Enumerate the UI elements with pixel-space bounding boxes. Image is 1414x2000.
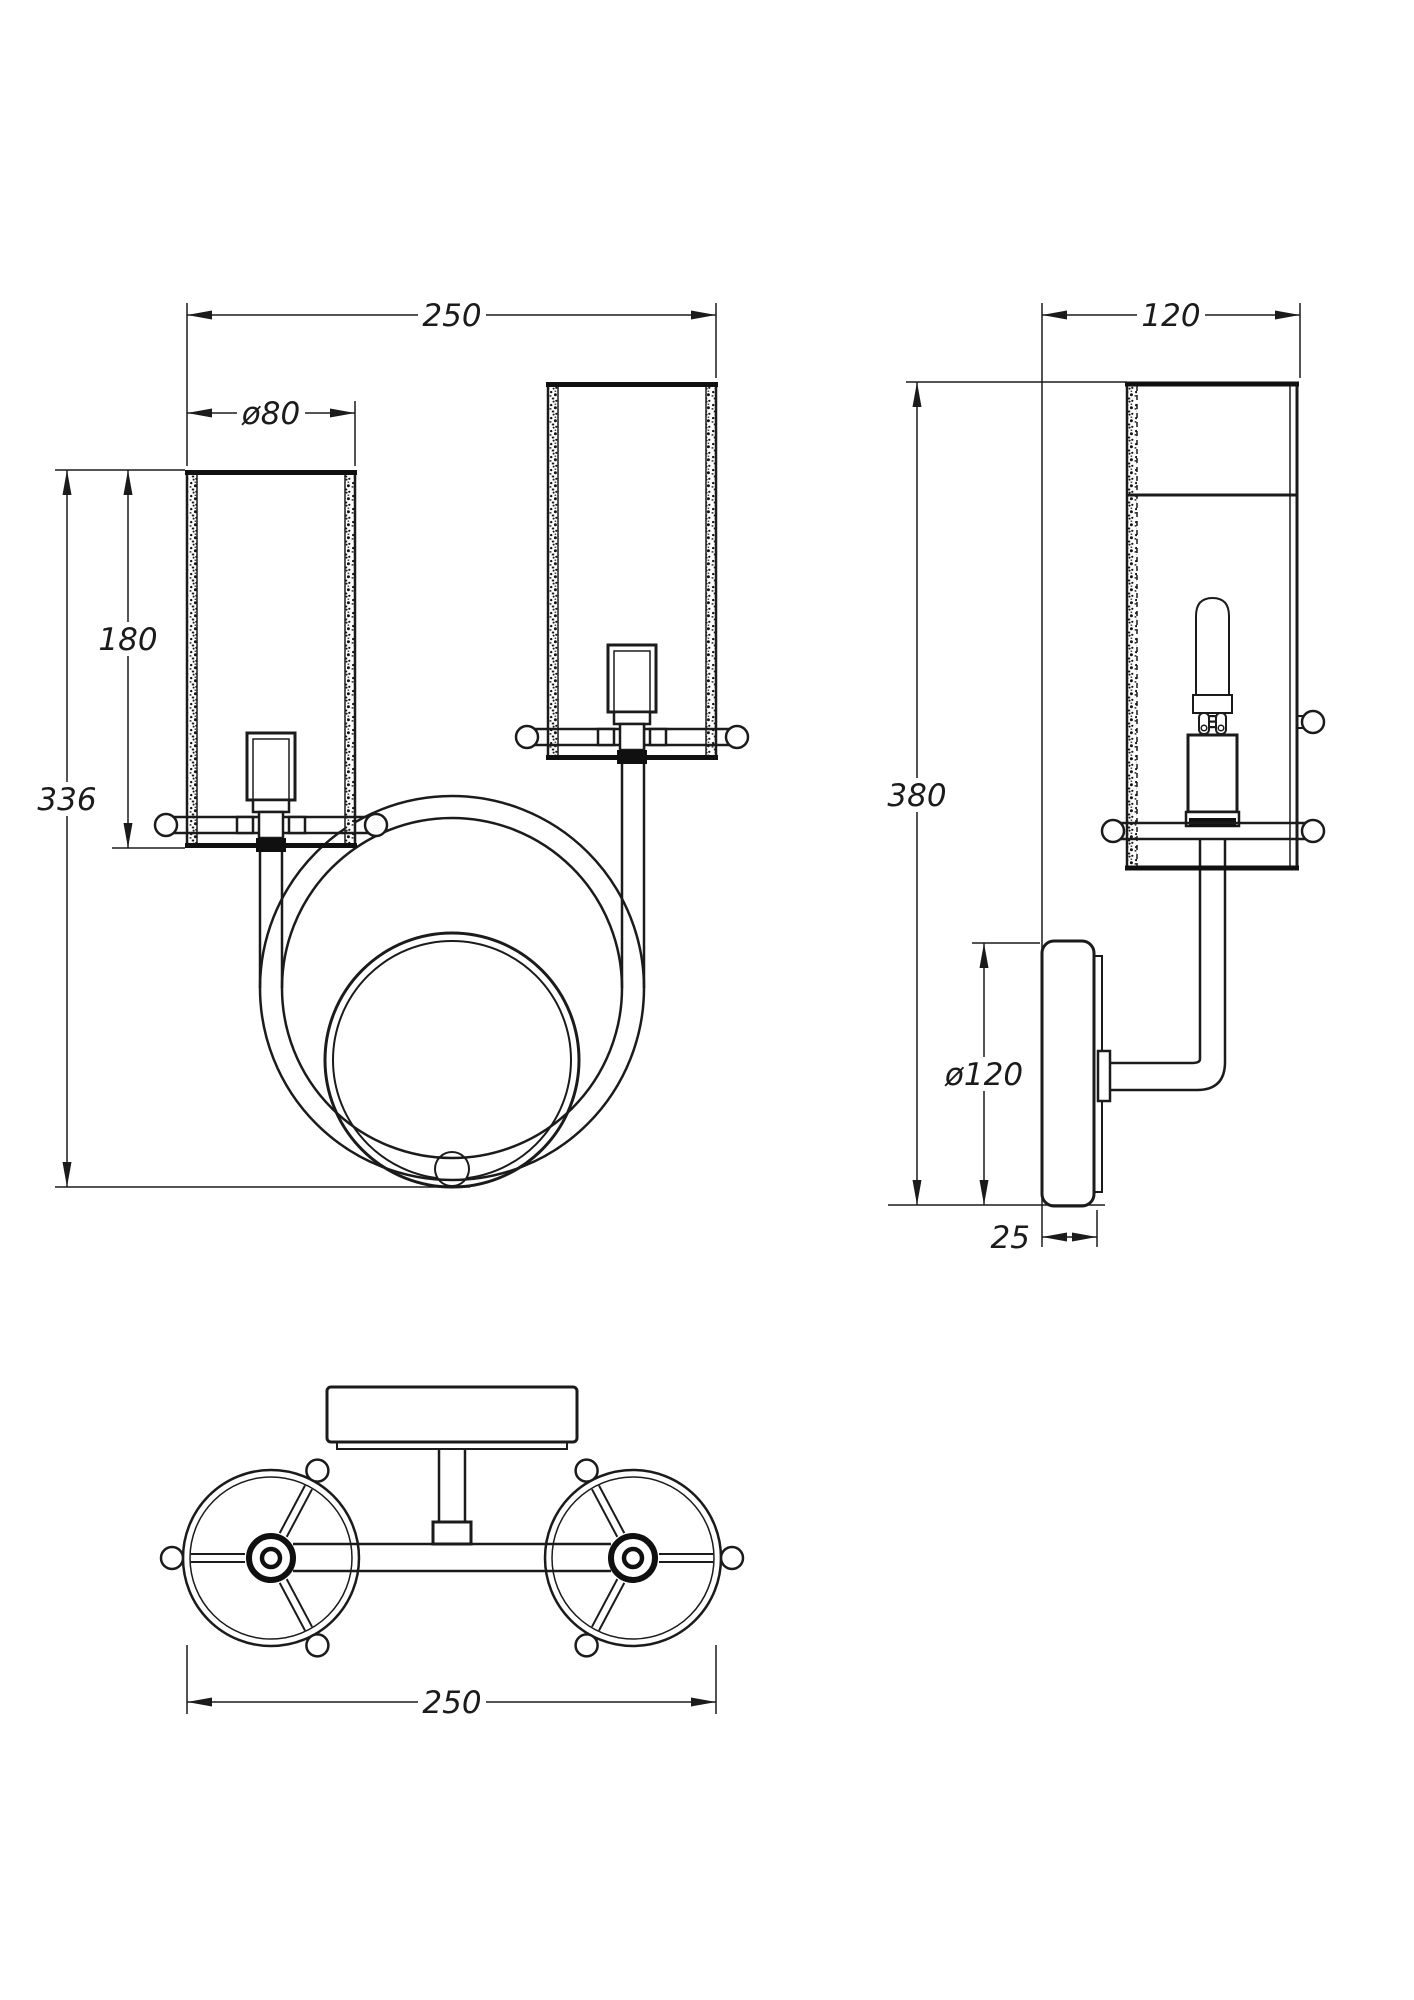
- dim-label-backplate-thickness: 25: [991, 1220, 1030, 1256]
- lamp-socket: [1186, 733, 1239, 814]
- holder-knob: [719, 1545, 745, 1571]
- top-bar-and-stem: [293, 1449, 611, 1573]
- holder-knob: [159, 1545, 185, 1571]
- curved-arm-loop: [258, 794, 646, 1182]
- side-lamp-holder: [1100, 709, 1326, 844]
- dim-label-backplate-diameter: ø120: [944, 1057, 1023, 1093]
- tube-collar: [617, 750, 647, 764]
- dim-label-front-width: 250: [422, 298, 481, 334]
- clamp-screw: [596, 727, 616, 747]
- lamp-socket: [245, 731, 297, 802]
- clamp-screw: [648, 727, 668, 747]
- holder-knob: [153, 812, 179, 838]
- glass-texture-strip: [187, 470, 197, 848]
- wall-plate-side: [1040, 939, 1103, 1208]
- top-right-shade: [543, 1458, 745, 1658]
- lamp-socket: [606, 643, 658, 714]
- front-left-shade: [185, 470, 357, 848]
- left-lamp-holder: [153, 731, 389, 852]
- arm-flange: [1096, 1049, 1112, 1103]
- stem-collar: [431, 1520, 473, 1546]
- wall-plate-front: [323, 931, 581, 1189]
- holder-knob: [574, 1633, 599, 1658]
- glass-texture-strip: [706, 382, 716, 760]
- glass-texture-strip: [1127, 382, 1137, 870]
- glass-texture-strip: [548, 382, 558, 760]
- arm-tubes: [258, 724, 646, 988]
- holder-knob: [1300, 709, 1326, 735]
- holder-knob: [1300, 818, 1326, 844]
- dim-label-glass-height: 180: [98, 622, 157, 658]
- clamp-screw: [235, 815, 255, 835]
- holder-knob: [305, 1633, 330, 1658]
- holder-knob: [514, 724, 540, 750]
- glass-texture-strip: [345, 470, 355, 848]
- side-arm-tube: [1096, 839, 1227, 1103]
- top-left-shade: [159, 1458, 361, 1658]
- wall-plate-top: [325, 1385, 579, 1450]
- top-view: 250: [159, 1385, 745, 1721]
- front-dimensions: 250 ø80 180 336: [35, 298, 717, 1188]
- loop-center-detail: [434, 1151, 470, 1187]
- socket-neck: [618, 722, 646, 752]
- dim-label-top-width: 250: [422, 1685, 481, 1721]
- dim-label-shade-diameter: ø80: [241, 396, 300, 432]
- dim-label-body-height: 336: [37, 782, 96, 818]
- dim-label-total-height: 380: [887, 778, 946, 814]
- side-shade: [1125, 381, 1299, 871]
- holder-knob: [363, 812, 389, 838]
- holder-knob: [305, 1458, 330, 1483]
- dim-label-depth: 120: [1141, 298, 1200, 334]
- holder-knob: [1100, 818, 1126, 844]
- socket-neck: [257, 810, 285, 840]
- side-view: 120 380 ø120 25: [885, 298, 1326, 1256]
- tube-collar: [256, 838, 286, 852]
- right-lamp-holder: [514, 643, 750, 764]
- clamp-screw: [287, 815, 307, 835]
- holder-knob: [574, 1458, 599, 1483]
- front-view: 250 ø80 180 336: [35, 298, 750, 1189]
- side-dimensions: 120 380 ø120 25: [885, 298, 1301, 1256]
- holder-knob: [724, 724, 750, 750]
- g9-bulb-icon: [1192, 596, 1233, 735]
- top-dimensions: 250: [186, 1645, 717, 1721]
